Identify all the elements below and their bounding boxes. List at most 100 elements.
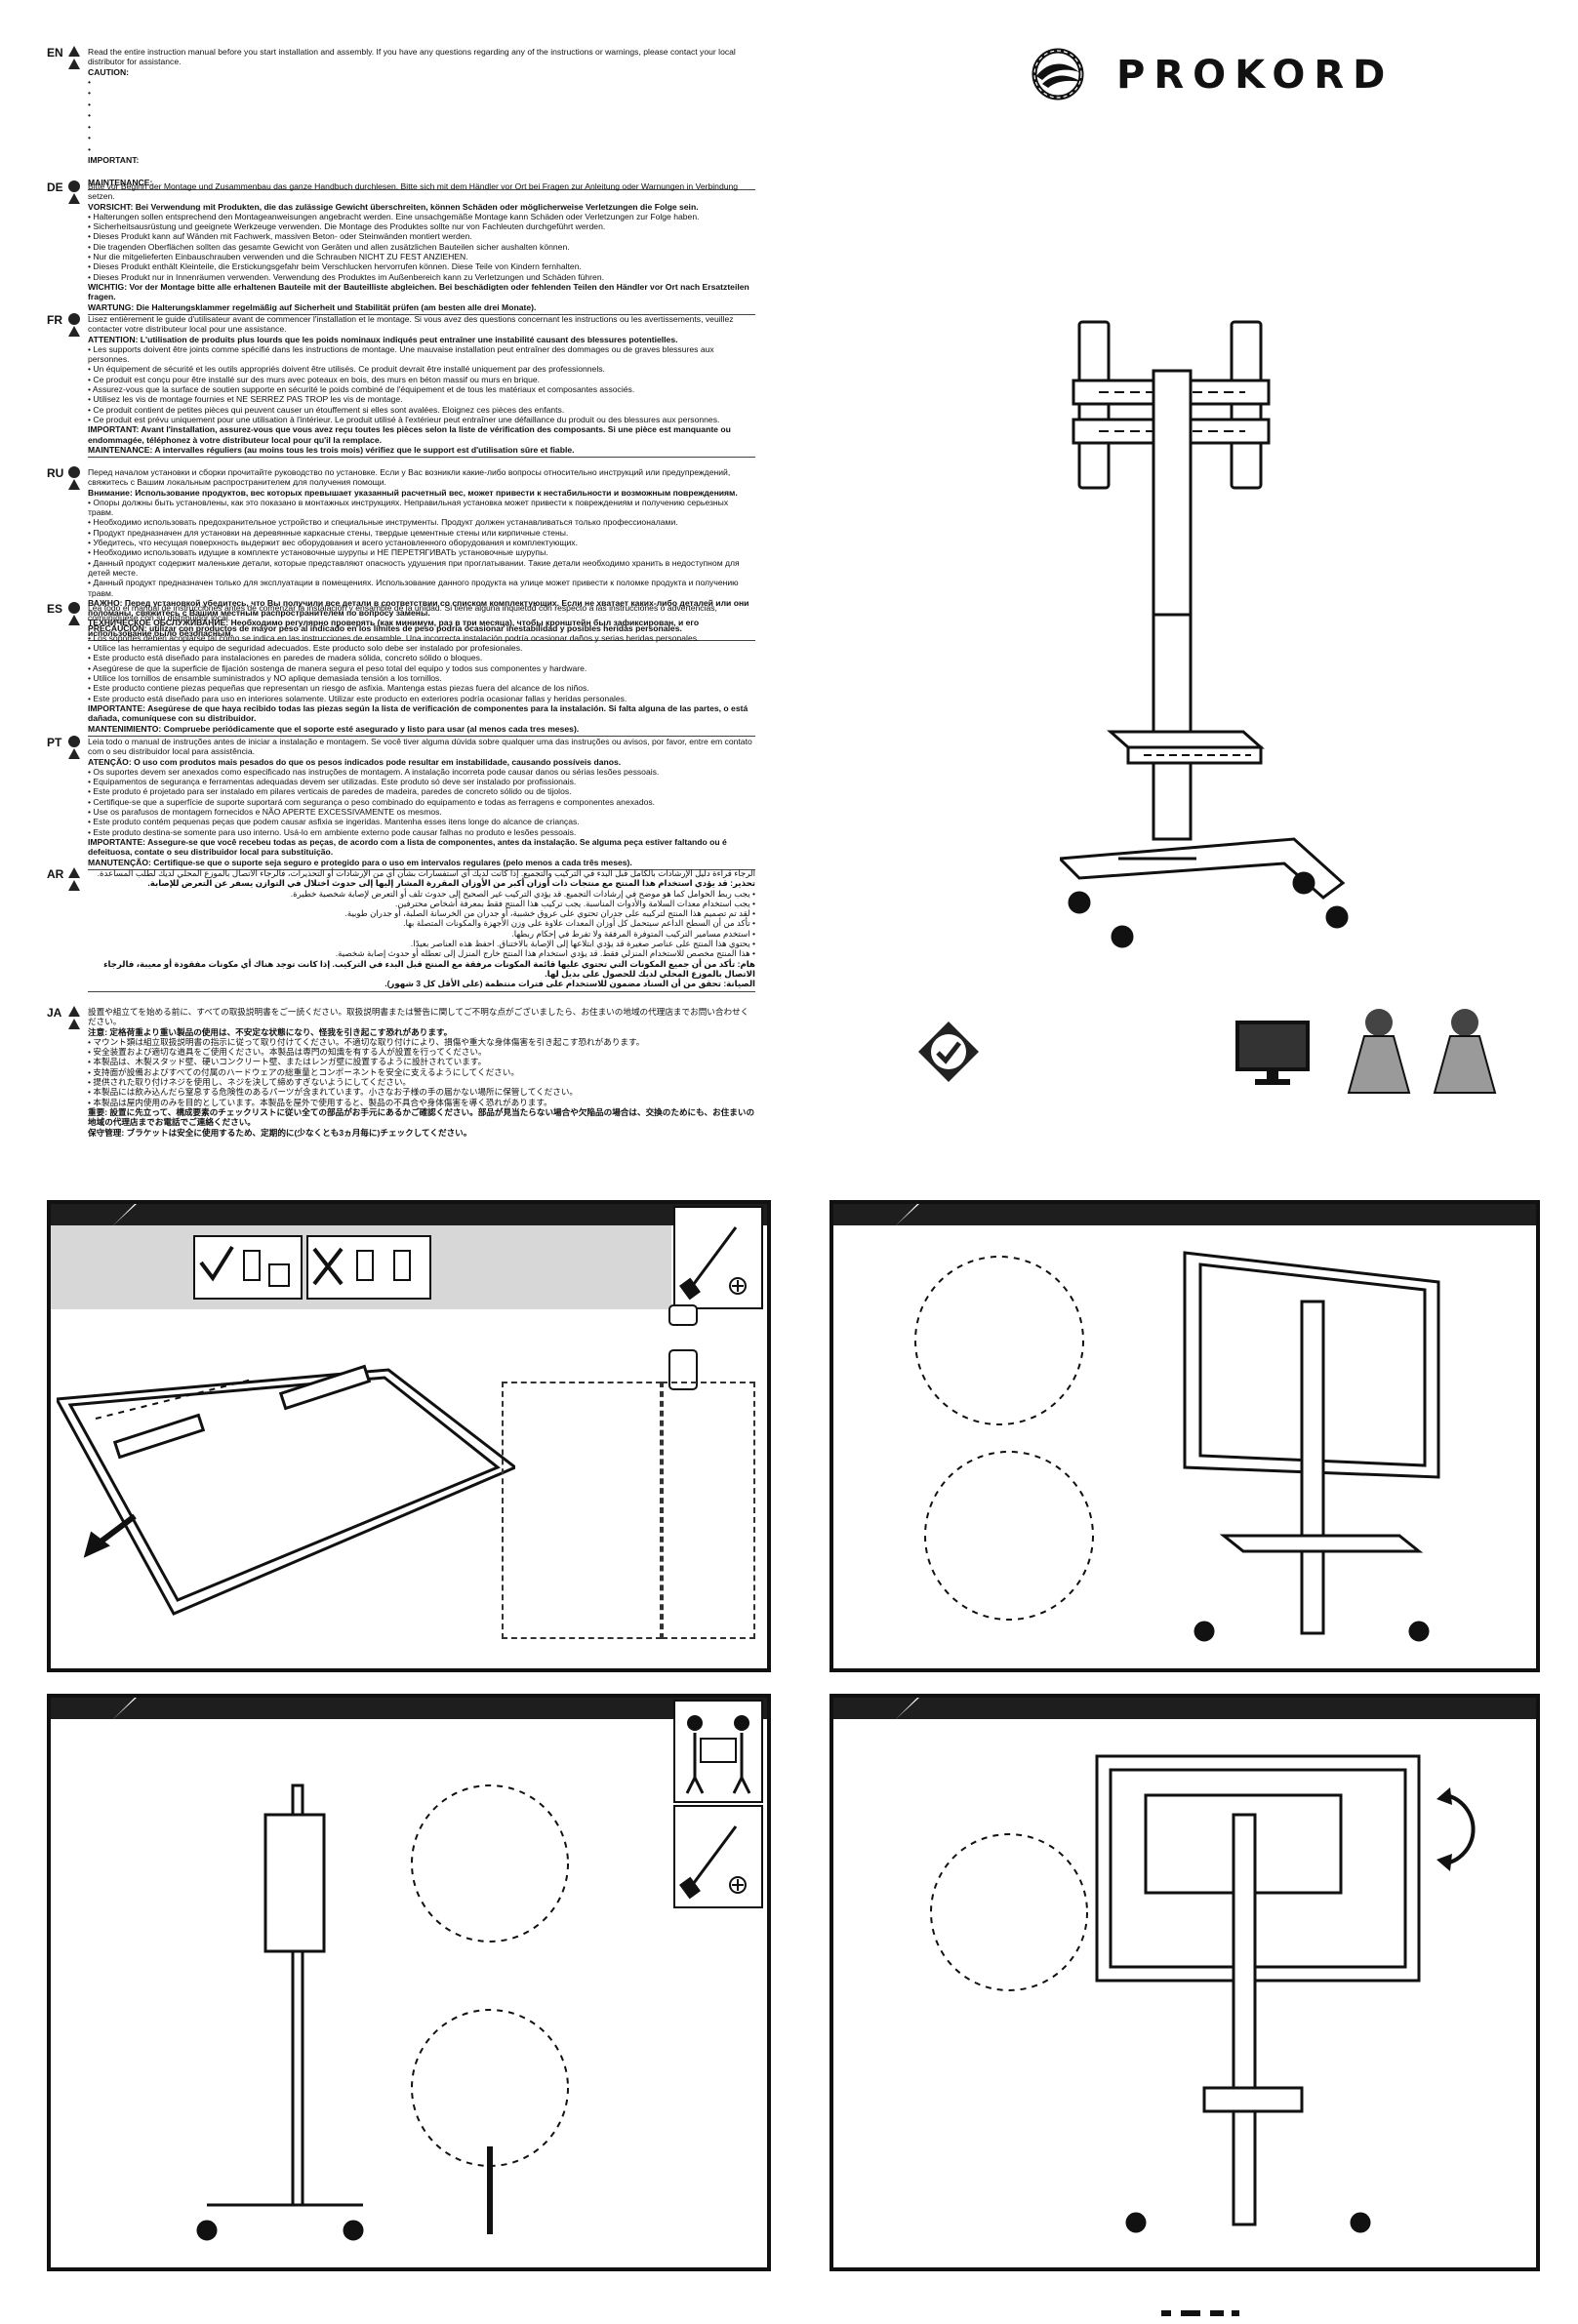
instruction-line: • 提供された取り付けネジを使用し、ネジを決して締めすぎないようにしてください。 bbox=[88, 1077, 412, 1088]
instruction-line: • Dieses Produkt enthält Kleinteile, die… bbox=[88, 261, 582, 272]
instruction-line: • Certifique-se que a superfície de supo… bbox=[88, 796, 656, 807]
hang-tv-illustration bbox=[196, 1783, 569, 2241]
instruction-line: • Assurez-vous que la surface de soutien… bbox=[88, 384, 635, 395]
maintenance-label: MAINTENANCE: bbox=[88, 177, 153, 187]
instruction-line: • Nur die mitgelieferten Einbauschrauben… bbox=[88, 252, 468, 262]
instruction-line: ATENÇÃO: O uso com produtos mais pesados… bbox=[88, 756, 622, 767]
bullet-line: • bbox=[88, 121, 92, 132]
bullet-line: • bbox=[88, 76, 92, 87]
lang-body: Read the entire instruction manual befor… bbox=[88, 47, 755, 190]
lang-intro: Lisez entièrement le guide d'utilisateur… bbox=[88, 314, 734, 335]
screwdriver-icon-2 bbox=[673, 1805, 763, 1908]
caution-label: CAUTION: bbox=[88, 66, 130, 77]
tv-icon bbox=[1235, 1021, 1310, 1085]
instruction-line: • Use os parafusos de montagem fornecido… bbox=[88, 807, 442, 818]
instruction-line: • 支持面が設備およびすべての付属のハードウェアの総重量とコンポーネントを安全に… bbox=[88, 1066, 519, 1077]
instruction-line: • Los soportes deben acoplarse tal como … bbox=[88, 632, 700, 643]
instruction-line: • Este produto é projetado para ser inst… bbox=[88, 786, 572, 797]
lang-body: Lea todo el manual de instrucciones ante… bbox=[88, 603, 755, 737]
section-divider bbox=[88, 188, 755, 190]
lang-intro: Перед началом установки и сборки прочита… bbox=[88, 467, 731, 488]
instruction-line: MANTENIMIENTO: Compruebe periódicamente … bbox=[88, 723, 580, 734]
caution-triangle-icon bbox=[68, 1006, 80, 1017]
instruction-line: ВАЖНО: Перед установкой убедитесь, что В… bbox=[88, 597, 749, 619]
instruction-line: • Ce produit est conçu pour être install… bbox=[88, 374, 541, 384]
spacer-parts bbox=[668, 1304, 698, 1390]
instruction-line: IMPORTANTE: Assegure-se que você recebeu… bbox=[88, 836, 727, 858]
instruction-line: WARTUNG: Die Halterungsklammer regelmäßi… bbox=[88, 301, 537, 312]
prokord-swirl-icon bbox=[1032, 48, 1084, 100]
instruction-line: • Les supports doivent être joints comme… bbox=[88, 343, 714, 365]
instruction-line: • Продукт предназначен для установки на … bbox=[88, 527, 569, 538]
caution-triangle-icon bbox=[68, 748, 80, 759]
lang-body: 設置や組立てを始める前に、すべての取扱説明書をご一読ください。取扱説明書または警… bbox=[88, 1007, 755, 1138]
lang-intro: 設置や組立てを始める前に、すべての取扱説明書をご一読ください。取扱説明書または警… bbox=[88, 1007, 749, 1027]
screwdriver-icon bbox=[673, 1206, 763, 1309]
tilt-adjust-illustration bbox=[930, 1754, 1421, 2233]
instruction-line: • Asegúrese de que la superficie de fija… bbox=[88, 662, 587, 673]
instruction-line: • 本製品には飲み込んだら窒息する危険性のあるパーツが含まれています。小さなお子… bbox=[88, 1087, 579, 1098]
lang-code: JA bbox=[47, 1006, 62, 1020]
read-manual-icon bbox=[68, 602, 80, 614]
instruction-line: • استخدم مسامير التركيب المتوفرة المرفقة… bbox=[511, 928, 755, 939]
step-panel-tilt-adjust bbox=[829, 1694, 1540, 2271]
lang-body: Lisez entièrement le guide d'utilisateur… bbox=[88, 314, 755, 459]
panel-header-bar bbox=[51, 1698, 767, 1719]
lang-body: الرجاء قراءة دليل الإرشادات بالكامل قبل … bbox=[88, 868, 755, 992]
lang-intro: Bitte vor Beginn der Montage und Zusamme… bbox=[88, 181, 739, 202]
instruction-line: • Die tragenden Oberflächen sollten das … bbox=[88, 241, 570, 252]
lang-code: PT bbox=[47, 736, 62, 749]
instruction-line: تحذير: قد يؤدي استخدام هذا المنتج مع منت… bbox=[147, 878, 755, 889]
instruction-line: • Equipamentos de segurança e ferramenta… bbox=[88, 777, 577, 787]
bolt-detail-long bbox=[662, 1382, 755, 1639]
tv-back-with-brackets bbox=[57, 1364, 515, 1616]
instruction-line: • هذا المنتج مخصص للاستخدام المنزلي فقط.… bbox=[335, 948, 755, 959]
panel-header-bar bbox=[51, 1204, 767, 1225]
instruction-line: WICHTIG: Vor der Montage bitte alle erha… bbox=[88, 281, 749, 302]
step-panel-attach-brackets bbox=[47, 1200, 771, 1672]
weight-icon-2 bbox=[1433, 1009, 1497, 1094]
step-panel-hang-tv bbox=[47, 1694, 771, 2271]
instruction-line: • Dieses Produkt kann auf Wänden mit Fac… bbox=[88, 231, 472, 242]
instruction-line: • 本製品は屋内使用のみを目的としています。本製品を屋外で使用すると、製品の不具… bbox=[88, 1097, 552, 1107]
instruction-line: ATTENTION: L'utilisation de produits plu… bbox=[88, 334, 678, 344]
instruction-line: • Необходимо использовать предохранитель… bbox=[88, 517, 678, 528]
cable-routing-illustration bbox=[914, 1251, 1440, 1642]
instruction-line: • Необходимо использовать идущие в компл… bbox=[88, 547, 548, 558]
lang-intro: Read the entire instruction manual befor… bbox=[88, 47, 736, 67]
panel-header-bar bbox=[833, 1698, 1536, 1719]
lang-body: Leia todo o manual de instruções antes d… bbox=[88, 737, 755, 870]
instruction-line: • マウント類は組立取扱説明書の指示に従って取り付けてください。不適切な取り付け… bbox=[88, 1036, 645, 1047]
instruction-line: • 安全装置および適切な道具をご使用ください。本製品は専門の知識を有する人が設置… bbox=[88, 1047, 487, 1058]
crop-mark bbox=[1232, 2310, 1239, 2316]
instruction-line: • يحتوي هذا المنتج على عناصر صغيرة قد يؤ… bbox=[410, 939, 755, 949]
instruction-line: • Dieses Produkt nur in Innenräumen verw… bbox=[88, 271, 604, 282]
instruction-line: الصيانة: تحقق من أن السناد مضمون للاستخد… bbox=[384, 979, 755, 989]
caution-triangle-icon bbox=[68, 1019, 80, 1029]
section-divider bbox=[88, 313, 755, 315]
caution-triangle-icon bbox=[68, 867, 80, 878]
instruction-line: • 本製品は、木製スタッド壁、硬いコンクリート壁、またはレンガ壁に設置するように… bbox=[88, 1057, 487, 1067]
instruction-line: PRECAUCIÓN: utilizar con productos de ma… bbox=[88, 622, 682, 633]
instruction-line: • Убедитесь, что несущая поверхность выд… bbox=[88, 538, 578, 548]
step-panel-cable-routing bbox=[829, 1200, 1540, 1672]
caution-triangle-icon bbox=[68, 193, 80, 204]
two-person-lift-icon bbox=[673, 1700, 763, 1803]
caution-triangle-icon bbox=[68, 46, 80, 57]
instruction-line: 注意: 定格荷重より重い製品の使用は、不安定な状態になり、怪我を引き起こす恐れが… bbox=[88, 1026, 453, 1037]
instruction-line: • Utilice los tornillos de ensamble sumi… bbox=[88, 673, 442, 684]
bullet-line: • bbox=[88, 133, 92, 143]
instruction-line: الرجاء قراءة دليل الإرشادات بالكامل قبل … bbox=[97, 868, 755, 878]
read-manual-icon bbox=[68, 313, 80, 325]
instruction-line: • يجب ربط الحوامل كما هو موضح في إرشادات… bbox=[290, 888, 755, 899]
instruction-line: • Ce produit est prévu uniquement pour u… bbox=[88, 414, 720, 424]
quality-badge-icon bbox=[918, 1022, 979, 1082]
instruction-line: • Este producto contiene piezas pequeñas… bbox=[88, 683, 589, 694]
lang-body: Bitte vor Beginn der Montage und Zusamme… bbox=[88, 181, 755, 315]
instruction-line: • Данный продукт предназначен только для… bbox=[88, 578, 739, 598]
instruction-line: • Os suportes devem ser anexados como es… bbox=[88, 766, 660, 777]
section-divider bbox=[88, 990, 755, 992]
important-label: IMPORTANT: bbox=[88, 155, 140, 166]
bullet-line: • bbox=[88, 88, 92, 99]
instruction-line: VORSICHT: Bei Verwendung mit Produkten, … bbox=[88, 201, 699, 212]
